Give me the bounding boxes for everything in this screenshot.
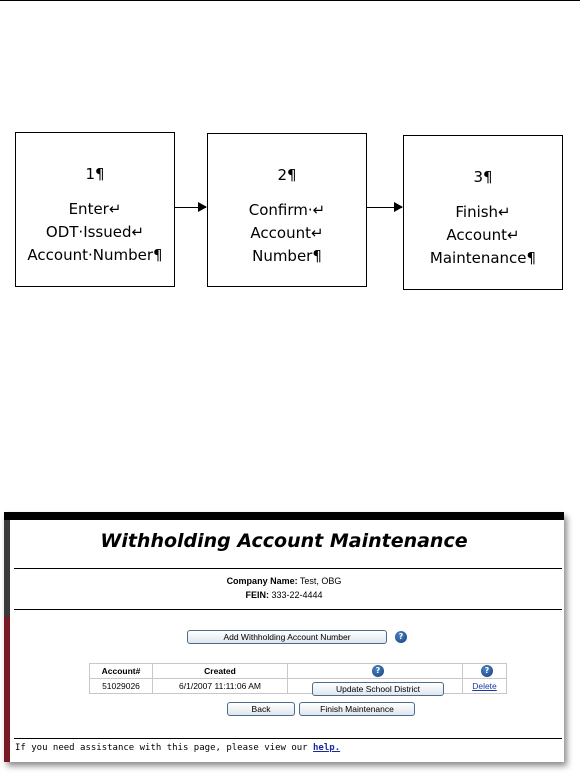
created-date-cell: 6/1/2007 11:11:06 AM — [152, 678, 288, 694]
back-button[interactable]: Back — [227, 702, 295, 716]
maintenance-screenshot: Withholding Account Maintenance Company … — [4, 512, 564, 762]
company-name-value: Test, OBG — [299, 576, 342, 586]
step-number: 2¶ — [277, 166, 297, 184]
step-number: 3¶ — [473, 168, 493, 186]
fein-label: FEIN: — [245, 590, 269, 600]
window-top-bar — [4, 512, 564, 520]
divider — [14, 568, 562, 569]
step-box-3: 3¶ Finish↵ Account↵ Maintenance¶ — [403, 135, 563, 290]
step-line: Account↵ — [446, 226, 520, 244]
sidebar-strip — [4, 520, 10, 762]
accounts-table: Account# Created 51029026 6/1/2007 11:11… — [89, 663, 507, 694]
step-line: Account·Number¶ — [27, 246, 163, 264]
column-header-account: Account# — [89, 663, 153, 679]
help-icon[interactable]: ? — [395, 631, 407, 643]
divider — [14, 738, 562, 739]
step-line: Confirm·↵ — [248, 201, 326, 219]
step-line: ODT·Issued↵ — [45, 223, 145, 241]
table-header-row: Account# Created — [89, 663, 507, 679]
fein-value: 333-22-4444 — [271, 590, 323, 600]
divider — [14, 609, 562, 610]
assistance-text: If you need assistance with this page, p… — [15, 743, 340, 753]
finish-maintenance-button[interactable]: Finish Maintenance — [299, 702, 415, 716]
step-box-1: 1¶ Enter↵ ODT·Issued↵ Account·Number¶ — [15, 132, 175, 287]
help-icon[interactable]: ? — [372, 665, 384, 677]
help-icon[interactable]: ? — [481, 665, 493, 677]
step-box-2: 2¶ Confirm·↵ Account↵ Number¶ — [207, 133, 367, 287]
delete-link[interactable]: Delete — [472, 681, 497, 691]
assistance-message: If you need assistance with this page, p… — [15, 743, 314, 753]
delete-cell: Delete — [462, 678, 507, 694]
step-line: Maintenance¶ — [429, 249, 537, 267]
help-link[interactable]: help. — [313, 743, 341, 753]
column-header-created: Created — [152, 663, 288, 679]
flow-arrow-1 — [174, 202, 207, 212]
fein-line: FEIN: 333-22-4444 — [4, 590, 564, 600]
step-number: 1¶ — [85, 165, 105, 183]
flow-arrow-2 — [366, 202, 403, 212]
update-school-district-button[interactable]: Update School District — [312, 682, 444, 696]
page-title: Withholding Account Maintenance — [100, 530, 468, 552]
company-name-label: Company Name: — [226, 576, 298, 586]
step-line: Account↵ — [250, 224, 324, 242]
company-name-line: Company Name: Test, OBG — [4, 576, 564, 586]
account-number-cell: 51029026 — [89, 678, 153, 694]
top-rule — [0, 0, 580, 1]
add-withholding-account-button[interactable]: Add Withholding Account Number — [187, 630, 387, 644]
step-line: Finish↵ — [455, 203, 511, 221]
step-line: Enter↵ — [68, 200, 122, 218]
step-line: Number¶ — [252, 247, 322, 265]
